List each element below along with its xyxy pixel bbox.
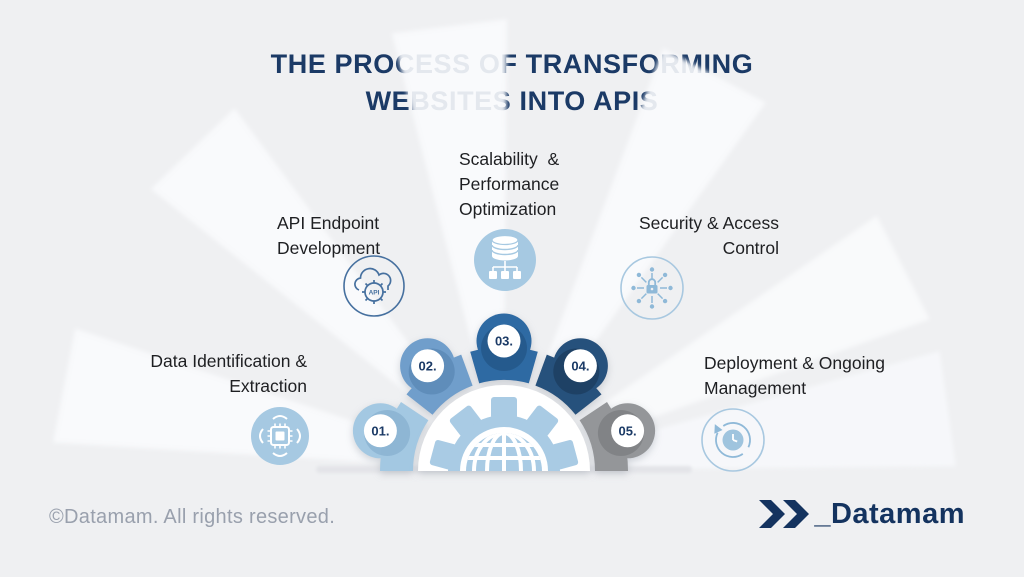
- step-3-label-line: Performance: [459, 174, 560, 194]
- step-number-badge: [563, 349, 597, 383]
- lock-glyph: [646, 278, 658, 294]
- step-number-badge: [487, 324, 521, 358]
- step-1-label-line: Data Identification &: [150, 351, 307, 371]
- step-4-label: Security & Access Control: [639, 211, 779, 261]
- globe-grid: [466, 433, 542, 471]
- database-nodes-icon: [474, 229, 536, 291]
- icon-circle: [343, 255, 405, 317]
- step-2-label-line: Development: [277, 238, 381, 258]
- step-number-badge: [363, 414, 397, 448]
- step-4-label-line: Control: [722, 238, 779, 258]
- light-beams: [53, 19, 956, 470]
- gear-teeth: [429, 397, 579, 470]
- step-5-label-line: Management: [704, 378, 807, 398]
- step-5-label-line: Deployment & Ongoing: [704, 353, 885, 373]
- light-beam: [544, 48, 766, 379]
- step-number-badges: 01. 02. 03. 04. 05.: [363, 324, 645, 448]
- copyright-text: ©Datamam. All rights reserved.: [49, 506, 336, 528]
- api-cloud-gear-icon: API: [343, 255, 405, 317]
- chip-glyph: [259, 415, 301, 457]
- step-number: 02.: [419, 358, 437, 373]
- clock-refresh-icon: [701, 408, 765, 472]
- brand-name: _Datamam: [814, 498, 965, 530]
- step-number: 03.: [495, 334, 513, 349]
- cloud-gear-glyph: [354, 267, 392, 304]
- icon-circle: [620, 256, 684, 320]
- arrowhead: [714, 424, 723, 434]
- light-beam: [612, 351, 956, 470]
- database-glyph: [489, 234, 521, 279]
- step-4-label-line: Security & Access: [638, 213, 779, 233]
- refresh-arrows: [715, 422, 751, 458]
- step-number-badge: [611, 414, 645, 448]
- datamam-chevrons-icon: [759, 500, 810, 528]
- api-label: API: [369, 289, 380, 296]
- step-number: 01.: [371, 423, 389, 438]
- step-number: 05.: [619, 423, 637, 438]
- step-2-label-line: API Endpoint: [277, 213, 380, 233]
- icon-circle: [701, 408, 765, 472]
- step-3-label: Scalability & Performance Optimization: [459, 147, 559, 222]
- light-beam: [597, 215, 930, 433]
- light-beam: [391, 19, 507, 362]
- lock-network-icon: [620, 256, 684, 320]
- gear-globe-icon: [429, 397, 579, 471]
- step-1-label-line: Extraction: [229, 376, 307, 396]
- light-beam: [151, 108, 437, 401]
- step-1-label: Data Identification & Extraction: [150, 349, 307, 399]
- step-2-label: API Endpoint Development: [277, 211, 380, 261]
- light-beam: [53, 328, 397, 464]
- step-number-badge: [411, 349, 445, 383]
- step-5-label: Deployment & Ongoing Management: [704, 351, 885, 401]
- chip-signal-icon: [251, 407, 309, 465]
- clock-glyph: [722, 429, 744, 451]
- gear-tooth: [491, 397, 517, 419]
- datamam-logo: _Datamam: [759, 498, 965, 530]
- step-3-label-line: Optimization: [459, 199, 557, 219]
- step-3-label-line: Scalability &: [459, 149, 560, 169]
- step-number: 04.: [571, 358, 589, 373]
